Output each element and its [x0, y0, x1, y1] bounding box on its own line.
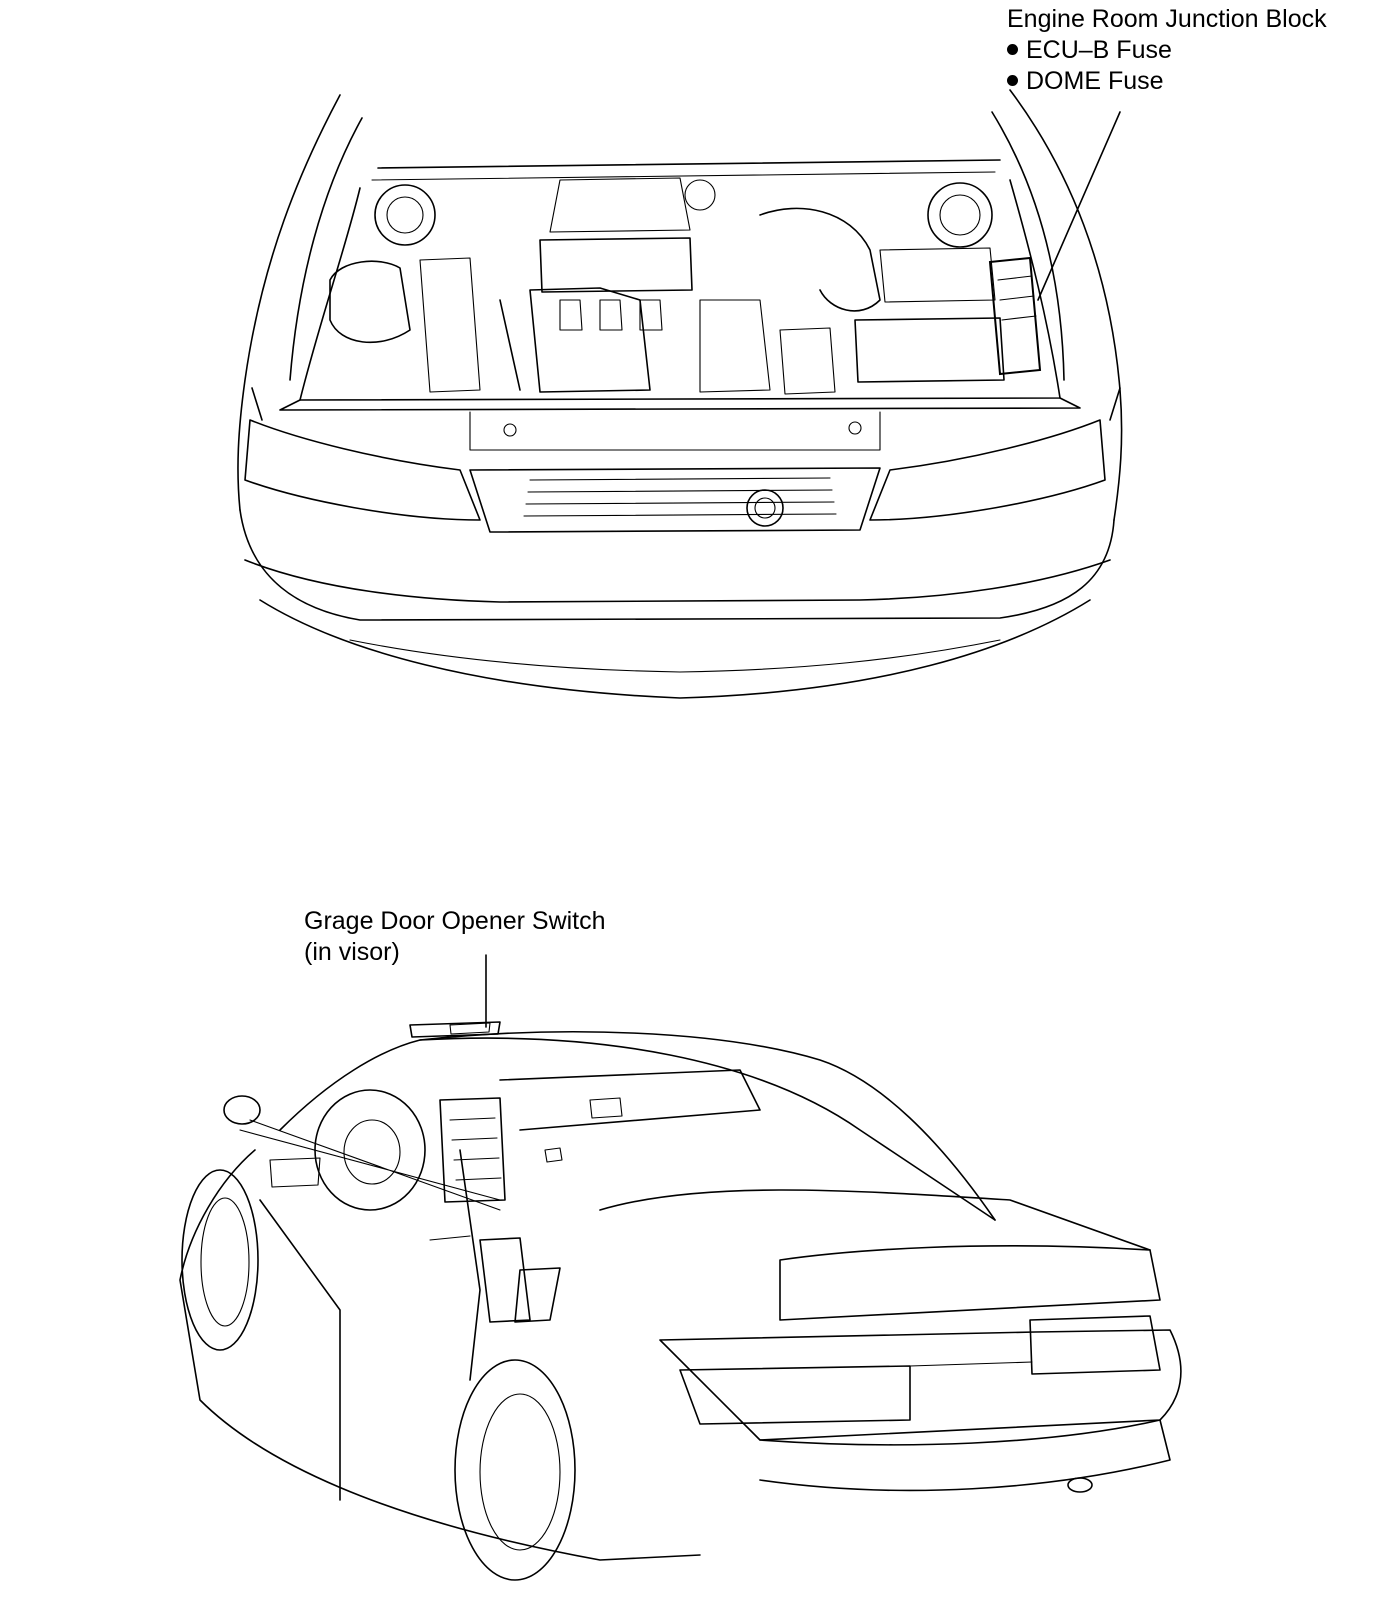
garage-door-opener-label: Grage Door Opener Switch (in visor)	[304, 906, 606, 968]
car-front-illustration	[237, 89, 1123, 699]
ecu-b-fuse-item: ECU–B Fuse	[1007, 35, 1327, 66]
ecu-b-fuse-label: ECU–B Fuse	[1026, 36, 1172, 64]
car-rear-illustration	[179, 1021, 1182, 1581]
engine-room-junction-block-label: Engine Room Junction Block ECU–B Fuse DO…	[1007, 4, 1327, 97]
garage-switch-note: (in visor)	[304, 938, 400, 966]
bullet-icon	[1007, 75, 1018, 86]
dome-fuse-label: DOME Fuse	[1026, 67, 1164, 95]
dome-fuse-item: DOME Fuse	[1007, 66, 1327, 97]
garage-switch-title: Grage Door Opener Switch	[304, 907, 606, 935]
junction-block-leader-line	[1037, 111, 1121, 301]
engine-room-title: Engine Room Junction Block	[1007, 5, 1327, 33]
bullet-icon	[1007, 44, 1018, 55]
